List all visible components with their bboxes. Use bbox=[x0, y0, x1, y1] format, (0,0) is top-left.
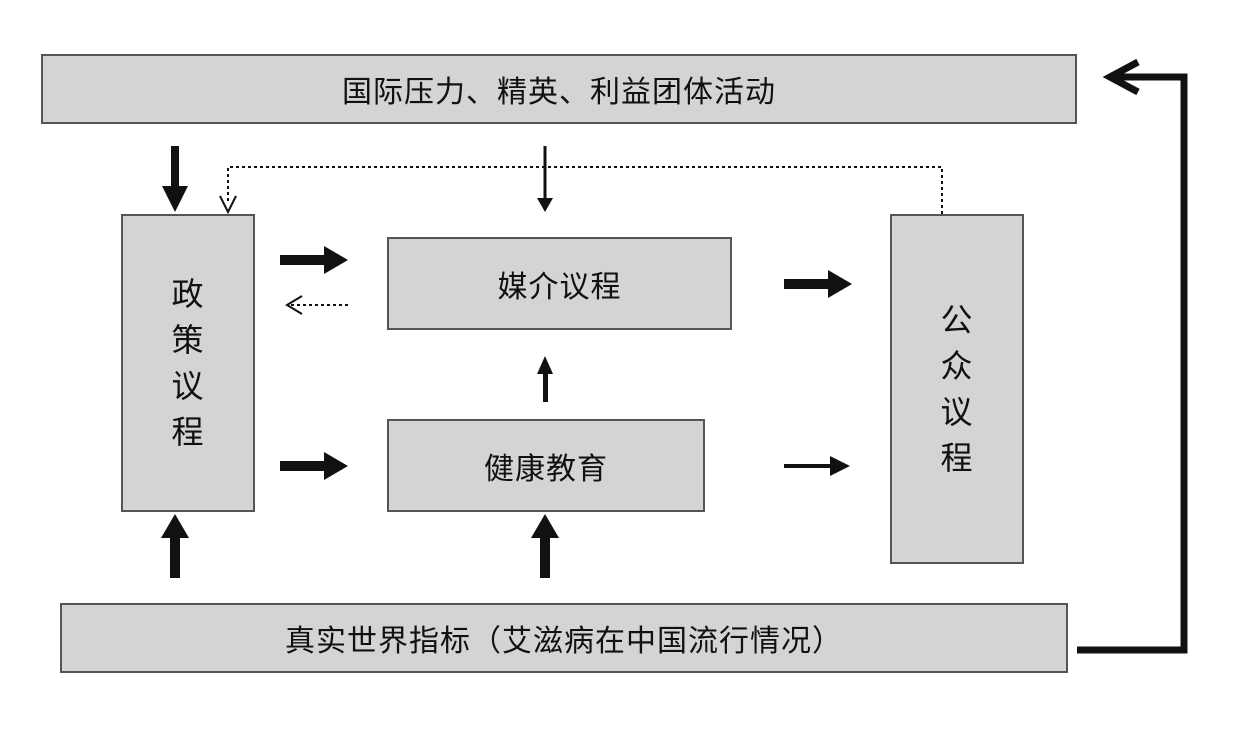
real-world-indicators-box: 真实世界指标（艾滋病在中国流行情况） bbox=[60, 603, 1068, 673]
arrow-top-to-media bbox=[537, 146, 553, 212]
arrow-public-to-policy-dotted bbox=[219, 166, 943, 215]
international-pressure-label: 国际压力、精英、利益团体活动 bbox=[342, 75, 776, 110]
policy-agenda-box: 政 策 议 程 bbox=[121, 214, 255, 512]
policy-agenda-char: 政 bbox=[171, 275, 205, 313]
public-agenda-char: 议 bbox=[940, 393, 974, 431]
public-agenda-char: 公 bbox=[940, 301, 974, 339]
arrow-health-to-media bbox=[537, 356, 553, 402]
arrow-bottom-to-top-feedback bbox=[1077, 58, 1188, 654]
arrow-bottom-to-health bbox=[531, 514, 559, 578]
health-education-box: 健康教育 bbox=[387, 419, 705, 512]
international-pressure-box: 国际压力、精英、利益团体活动 bbox=[41, 54, 1077, 124]
public-agenda-char: 众 bbox=[940, 347, 974, 385]
arrow-policy-to-media bbox=[280, 246, 348, 274]
policy-agenda-char: 程 bbox=[171, 413, 205, 451]
public-agenda-char: 程 bbox=[940, 439, 974, 477]
media-agenda-label: 媒介议程 bbox=[497, 269, 622, 305]
arrow-health-to-public bbox=[784, 456, 850, 476]
arrow-media-to-public bbox=[784, 270, 852, 298]
real-world-indicators-label: 真实世界指标（艾滋病在中国流行情况） bbox=[285, 624, 843, 659]
public-agenda-box: 公 众 议 程 bbox=[890, 214, 1024, 564]
policy-agenda-char: 议 bbox=[171, 367, 205, 405]
arrow-policy-to-health bbox=[280, 452, 348, 480]
media-agenda-box: 媒介议程 bbox=[387, 237, 732, 330]
arrow-top-to-policy bbox=[162, 146, 188, 212]
arrow-bottom-to-policy bbox=[161, 514, 189, 578]
health-education-label: 健康教育 bbox=[484, 451, 608, 487]
policy-agenda-char: 策 bbox=[171, 321, 205, 359]
arrow-media-to-policy-dotted bbox=[285, 295, 348, 315]
